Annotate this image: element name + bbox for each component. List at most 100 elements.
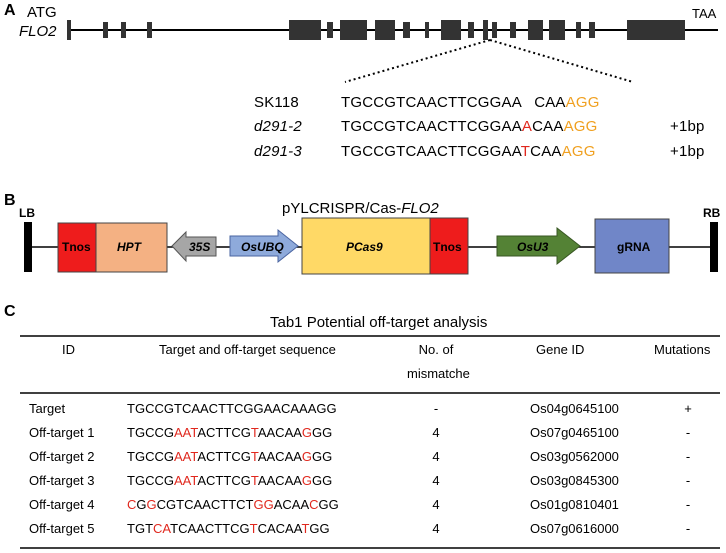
sequence-base: T [228, 497, 237, 512]
sequence-base: C [145, 425, 155, 440]
mismatch-base: T [190, 473, 198, 488]
mismatch-base: G [301, 425, 313, 440]
header-gene-id: Gene ID [536, 342, 585, 357]
sequence-base: G [240, 473, 251, 488]
row-sequence: TGTCATCAACTTCGTCACAATGG [127, 521, 330, 536]
row-mismatch-count: 4 [432, 521, 440, 536]
sequence-base: A [257, 473, 267, 488]
sequence-base: C [231, 473, 241, 488]
grna-box [594, 218, 670, 274]
sequence-base: A [196, 521, 205, 536]
sequence-base: C [275, 521, 286, 536]
sequence-base: C [210, 497, 221, 512]
header-id: ID [62, 342, 75, 357]
mismatch-base: A [182, 449, 191, 464]
start-codon-label: ATG [27, 4, 57, 21]
sequence-base: A [285, 521, 294, 536]
mismatch-base: T [250, 473, 258, 488]
sequence-base: T [215, 449, 224, 464]
sequence-base: G [312, 425, 323, 440]
sequence-base: A [266, 473, 276, 488]
sequence-base: T [145, 521, 154, 536]
construct-map [24, 217, 718, 275]
left-border-label: LB [19, 206, 35, 220]
row-mismatch-count: 4 [432, 425, 440, 440]
sequence-base: C [275, 425, 285, 440]
sequence-base: A [291, 497, 301, 512]
sequence-base: A [307, 401, 317, 416]
sequence-base: C [154, 401, 164, 416]
seq-part: CAA [534, 94, 566, 111]
sequence-base: A [293, 521, 302, 536]
sequence-base: A [197, 449, 207, 464]
osu3-label: OsU3 [517, 240, 549, 254]
mismatch-base: T [250, 425, 258, 440]
row-mutation: - [685, 425, 691, 440]
sequence-base: G [134, 401, 146, 416]
row-mutation: - [685, 497, 691, 512]
row-sequence: TGCCGAATACTTCGTAACAAGGG [127, 449, 332, 464]
mismatch-base: A [182, 473, 191, 488]
mismatch-base: T [190, 449, 198, 464]
row-id: Off-target 3 [29, 473, 95, 488]
mismatch-base: A [173, 425, 183, 440]
sequence-wt: TGCCGTCAACTTCGGAA CAAAGG [341, 94, 600, 111]
vector-title: pYLCRISPR/Cas-FLO2 [282, 200, 439, 217]
row-id: Off-target 2 [29, 449, 95, 464]
sequence-base: C [236, 497, 246, 512]
sequence-base: C [275, 449, 285, 464]
sequence-row-sk118: SK118 [254, 94, 299, 111]
insertion-note: +1bp [670, 118, 705, 135]
seq-part: TGCCGTCAACTTCGGAA [341, 94, 522, 111]
sequence-base: C [154, 425, 164, 440]
sequence-base: C [206, 425, 216, 440]
p35s-label: 35S [189, 240, 211, 254]
header-mismatch-1: No. of [418, 342, 454, 357]
sequence-base: G [239, 521, 250, 536]
sequence-base: A [290, 401, 300, 416]
mismatch-base: G [301, 473, 313, 488]
sequence-base: C [154, 449, 164, 464]
header-mutations: Mutations [654, 342, 711, 357]
row-sequence: TGCCGAATACTTCGTAACAAGGG [127, 425, 332, 440]
header-mismatch-2: mismatche [407, 366, 470, 381]
gene-name-label: FLO2 [19, 23, 57, 40]
tnos-box-1 [57, 222, 97, 273]
tnos-label-2: Tnos [433, 240, 462, 254]
sequence-base: C [257, 521, 267, 536]
hpt-box [95, 222, 168, 273]
sequence-base: C [206, 473, 216, 488]
sequence-base: T [127, 401, 135, 416]
mismatch-base: C [153, 521, 163, 536]
sequence-base: A [193, 497, 203, 512]
sequence-base: G [312, 473, 323, 488]
sequence-base: T [220, 497, 229, 512]
row-mutation: + [684, 401, 692, 416]
insertion-note: +1bp [670, 143, 705, 160]
sequence-base: A [272, 401, 281, 416]
sequence-base: G [240, 449, 251, 464]
right-border-label: RB [703, 206, 721, 220]
sequence-base: A [284, 425, 294, 440]
sequence-base: T [127, 473, 135, 488]
sequence-base: T [245, 497, 254, 512]
panel-c-label: C [4, 303, 16, 320]
sequence-base: A [273, 497, 283, 512]
sequence-base: C [145, 473, 155, 488]
sequence-base: G [134, 425, 146, 440]
gene-model [67, 20, 718, 83]
sequence-base: G [253, 401, 264, 416]
sequence-base: A [300, 497, 310, 512]
row-id: Off-target 4 [29, 497, 95, 512]
vector-title-gene: FLO2 [401, 200, 439, 217]
sequence-base: C [204, 521, 215, 536]
sequence-base: A [263, 401, 273, 416]
sequence-base: T [226, 401, 234, 416]
row-gene-id: Os07g0465100 [530, 425, 619, 440]
sequence-base: A [200, 401, 209, 416]
row-sequence: CGGCGTCAACTTCTGGACAACGG [127, 497, 339, 512]
sequence-base: A [266, 521, 276, 536]
row-mismatch-count: 4 [432, 497, 440, 512]
pam-sequence: AGG [563, 118, 598, 135]
